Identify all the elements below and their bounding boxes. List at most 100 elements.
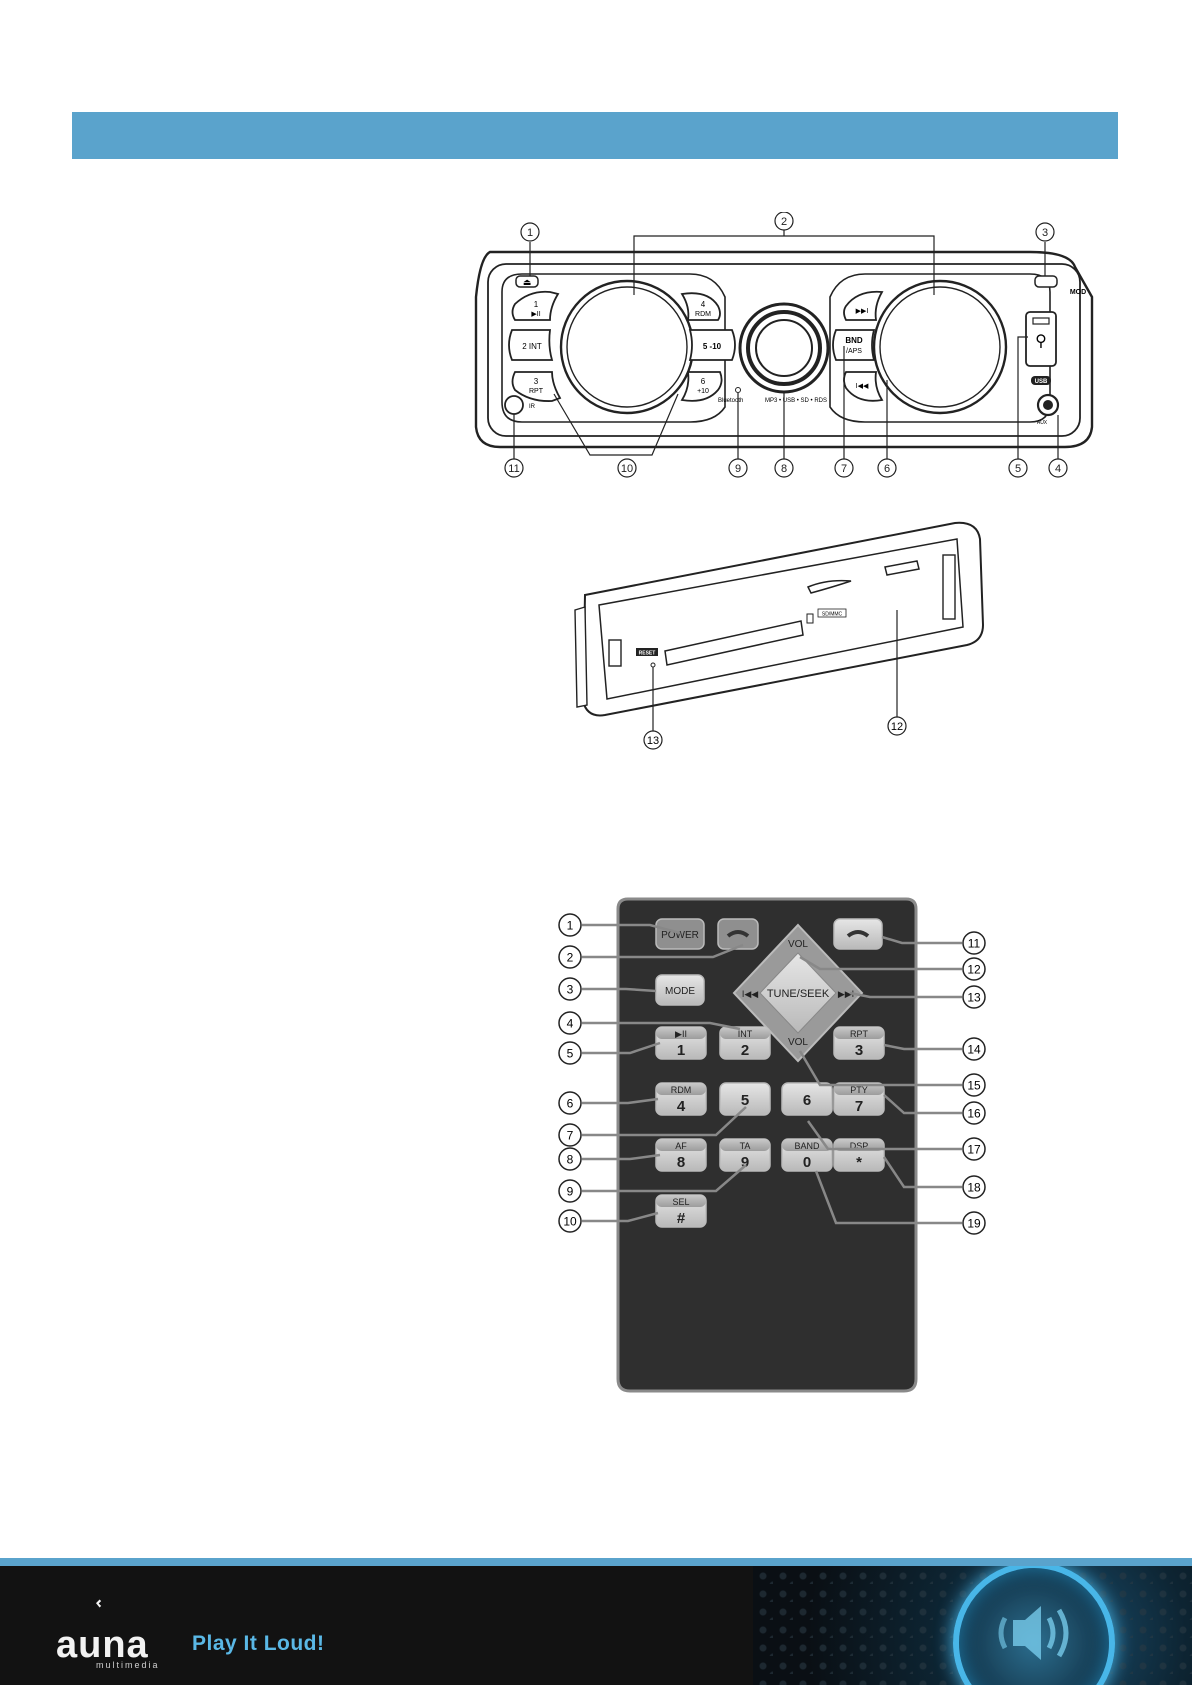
key-6-label: 6 bbox=[803, 1092, 811, 1109]
remote-callout-17-label: 17 bbox=[967, 1143, 981, 1157]
key-7-secondary-label: PTY bbox=[850, 1085, 868, 1095]
key-5-button[interactable]: 5 bbox=[719, 1082, 771, 1116]
band-aps-button[interactable]: BND /APS bbox=[832, 329, 876, 361]
seek-prev-button[interactable]: I◀◀ bbox=[742, 989, 758, 999]
button-3-rpt[interactable]: 3 RPT bbox=[511, 371, 562, 402]
remote-callout-16 bbox=[962, 1101, 986, 1125]
key-hash-secondary-label: SEL bbox=[672, 1197, 689, 1207]
remote-callout-5-label: 5 bbox=[567, 1047, 574, 1061]
vol-up-button[interactable]: VOL bbox=[788, 939, 808, 950]
mod-button[interactable]: MOD bbox=[1034, 275, 1086, 296]
power-button[interactable]: POWER bbox=[655, 918, 705, 950]
callout-8 bbox=[774, 458, 794, 478]
key-6-button[interactable]: 6 bbox=[781, 1082, 833, 1116]
sd-mmc-label: SD/MMC bbox=[822, 612, 843, 618]
usb-slot[interactable] bbox=[884, 560, 920, 576]
key-9-button[interactable]: TA9 bbox=[719, 1138, 771, 1172]
button-6-number: 6 bbox=[701, 377, 706, 386]
vol-down-button[interactable]: VOL bbox=[788, 1037, 808, 1048]
callout-7 bbox=[834, 458, 854, 478]
play-pause-icon: ▶II bbox=[531, 311, 540, 318]
key-1-button[interactable]: ▶II1 bbox=[655, 1026, 707, 1060]
remote-callout-6-label: 6 bbox=[567, 1097, 574, 1111]
right-clip bbox=[942, 554, 956, 620]
button-2-int[interactable]: 2 INT bbox=[508, 329, 554, 361]
connector-slot bbox=[664, 620, 804, 666]
key-7-button[interactable]: PTY 7 bbox=[833, 1082, 885, 1116]
volume-knob-center bbox=[755, 319, 813, 377]
button-5-minus10[interactable]: 5 -10 bbox=[688, 329, 736, 361]
callout-1 bbox=[520, 222, 540, 242]
key-8-button[interactable]: AF8 bbox=[655, 1138, 707, 1172]
key-star-button[interactable]: DSP* bbox=[833, 1138, 885, 1172]
remote-callout-8-label: 8 bbox=[567, 1153, 574, 1167]
aux-label: AUX bbox=[1037, 420, 1048, 426]
remote-control-diagram: TUNE/SEEK VOL VOL I◀◀ ▶▶I POWER MODE ▶II… bbox=[558, 897, 986, 1393]
remote-callout-9-label: 9 bbox=[567, 1185, 574, 1199]
front-panel-diagram: 1 ▶II 2 INT 3 RPT 4 RDM 5 -10 6 +10 ▶▶I … bbox=[474, 212, 1094, 478]
remote-callout-8 bbox=[558, 1147, 582, 1171]
button-4-rdm[interactable]: 4 RDM bbox=[680, 292, 721, 321]
remote-callout-2 bbox=[558, 945, 582, 969]
callout-5 bbox=[1008, 458, 1028, 478]
button-1-play-pause[interactable]: 1 ▶II bbox=[511, 290, 560, 321]
reset-label: RESET bbox=[639, 651, 656, 657]
reset-label-box bbox=[636, 648, 658, 656]
callout-12-label: 12 bbox=[891, 721, 903, 733]
mode-label: MODE bbox=[665, 986, 695, 997]
sd-card-slot[interactable] bbox=[806, 579, 852, 594]
seek-next-button[interactable]: ▶▶I bbox=[838, 989, 854, 999]
remote-callout-15-label: 15 bbox=[967, 1079, 981, 1093]
remote-callout-10-label: 10 bbox=[563, 1215, 577, 1229]
bluetooth-label: Bluetooth bbox=[718, 398, 743, 404]
key-7-label: 7 bbox=[855, 1098, 863, 1115]
remote-callout-11-label: 11 bbox=[968, 937, 981, 951]
callout-4 bbox=[1048, 458, 1068, 478]
eject-button[interactable]: ⏏ bbox=[515, 275, 539, 288]
prev-icon: I◀◀ bbox=[856, 383, 869, 390]
callout-11 bbox=[504, 458, 524, 478]
callout-13 bbox=[643, 730, 663, 750]
right-display-inner bbox=[879, 286, 1001, 408]
call-hangup-button[interactable] bbox=[833, 918, 883, 950]
key-2-secondary-label: INT bbox=[738, 1029, 753, 1039]
left-bracket bbox=[574, 606, 588, 708]
footer-speaker-art bbox=[753, 1566, 1192, 1685]
key-8-secondary-label: AF bbox=[675, 1141, 687, 1151]
mod-label: MOD bbox=[1070, 289, 1086, 296]
aps-label: /APS bbox=[846, 348, 862, 355]
eject-icon: ⏏ bbox=[523, 277, 532, 287]
tune-seek-button[interactable] bbox=[759, 952, 837, 1034]
band-label: BND bbox=[845, 336, 863, 345]
mode-button[interactable]: MODE bbox=[655, 974, 705, 1006]
key-4-label: 4 bbox=[677, 1098, 686, 1115]
next-track-button[interactable]: ▶▶I bbox=[843, 290, 884, 321]
button-6-plus10[interactable]: 6 +10 bbox=[680, 371, 723, 402]
remote-callout-1-label: 1 bbox=[567, 919, 574, 933]
key-hash-button[interactable]: SEL# bbox=[655, 1194, 707, 1228]
callout-7-label: 7 bbox=[841, 463, 847, 475]
remote-callout-11 bbox=[962, 931, 986, 955]
call-answer-button[interactable] bbox=[717, 918, 759, 950]
remote-callout-14 bbox=[962, 1037, 986, 1061]
left-clip bbox=[608, 639, 622, 667]
usb-port[interactable]: ⚲ bbox=[1025, 311, 1057, 367]
speaker-icon bbox=[998, 1606, 1069, 1660]
callout-10-label: 10 bbox=[621, 463, 633, 475]
remote-callout-14-label: 14 bbox=[967, 1043, 981, 1057]
footer-stripe bbox=[0, 1558, 1192, 1566]
key-0-secondary-label: BAND bbox=[794, 1141, 820, 1151]
mic-hole bbox=[735, 387, 741, 393]
tune-seek-label: TUNE/SEEK bbox=[767, 988, 830, 1000]
remote-callout-3-label: 3 bbox=[567, 983, 574, 997]
remote-callout-7-label: 7 bbox=[567, 1129, 574, 1143]
callout-6-label: 6 bbox=[884, 463, 890, 475]
callout-3-label: 3 bbox=[1042, 227, 1048, 239]
ir-sensor bbox=[504, 395, 524, 415]
callout-4-label: 4 bbox=[1055, 463, 1061, 475]
tagline: Play It Loud! bbox=[192, 1632, 325, 1655]
